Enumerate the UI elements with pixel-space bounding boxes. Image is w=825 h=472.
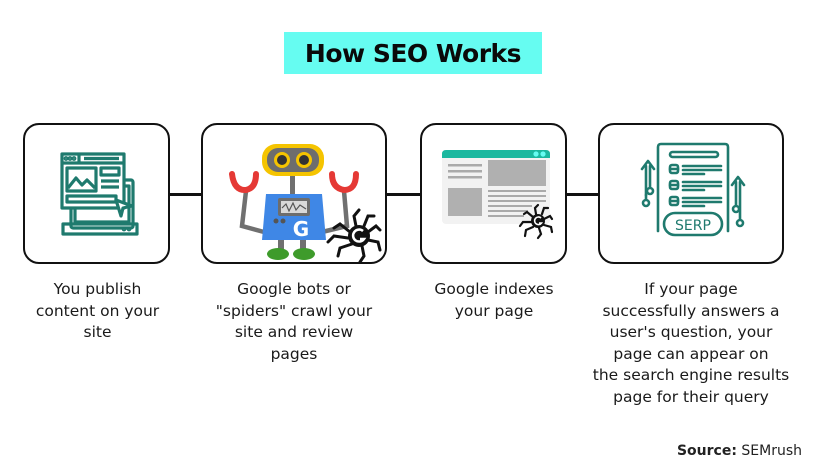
indexed-page-icon — [441, 149, 553, 239]
source-value: SEMrush — [741, 443, 802, 459]
caption-line: content on your — [35, 301, 160, 320]
caption-line: user's question, your — [609, 323, 773, 341]
caption-line: If your page — [644, 280, 738, 298]
step-4-box: SERP — [598, 123, 784, 264]
caption-line: your page — [454, 301, 534, 320]
svg-text:G: G — [293, 217, 309, 241]
step-2-caption: Google bots or "spiders" crawl your site… — [196, 279, 392, 365]
connector-line-1 — [170, 193, 201, 196]
step-1-caption: You publish content on your site — [15, 279, 180, 344]
google-bot-spider-icon: G — [229, 143, 382, 262]
page-title: How SEO Works — [304, 38, 522, 68]
step-3-box — [420, 123, 567, 264]
title-highlight: How SEO Works — [284, 32, 542, 74]
svg-text:SERP: SERP — [675, 218, 711, 234]
caption-line: You publish — [53, 280, 142, 298]
step-2-box: G — [201, 123, 387, 264]
step-4-caption: If your page successfully answers a user… — [572, 279, 810, 408]
caption-line: pages — [270, 344, 318, 363]
caption-line: "spiders" crawl your — [215, 301, 373, 320]
caption-line: Google indexes — [434, 280, 554, 298]
step-3-caption: Google indexes your page — [413, 279, 575, 322]
connector-line-3 — [567, 193, 598, 196]
source-label: Source: — [676, 443, 737, 459]
caption-line: Google bots or — [237, 280, 351, 298]
connector-line-2 — [387, 193, 420, 196]
caption-line: successfully answers a — [602, 301, 780, 320]
serp-icon: SERP — [640, 142, 746, 236]
source-credit: Source: SEMrush — [677, 443, 802, 459]
caption-line: site — [83, 323, 112, 341]
caption-line: the search engine results — [592, 366, 790, 384]
caption-line: page can appear on — [613, 344, 769, 363]
step-1-box — [23, 123, 170, 264]
caption-line: page for their query — [613, 387, 769, 406]
caption-line: site and review — [234, 323, 354, 341]
publish-content-icon — [59, 151, 139, 236]
